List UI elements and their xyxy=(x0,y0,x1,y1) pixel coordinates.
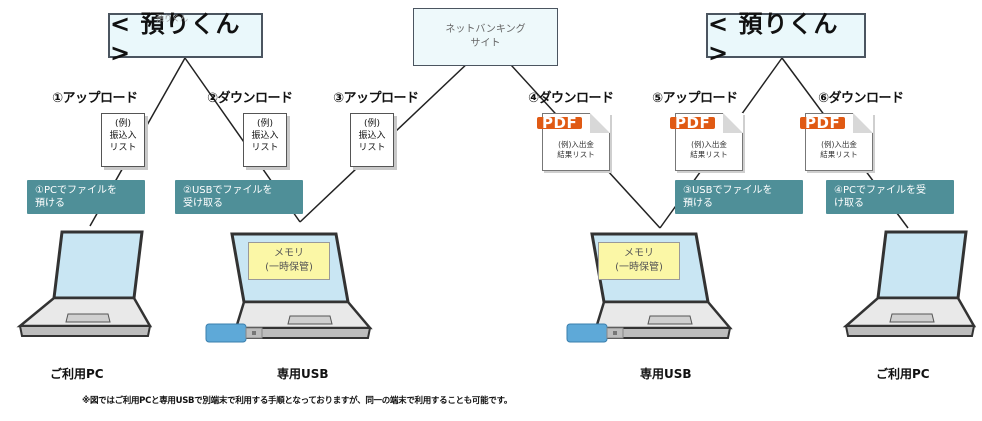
pdf-result-doc-1: PDF (例)入出金 結果リスト xyxy=(537,113,610,171)
doc-line: (例) xyxy=(363,119,381,129)
pdf-doc-line: 結果リスト xyxy=(557,150,595,159)
instruction-line: 受け取る xyxy=(183,198,223,209)
step-6-label: ⑥ダウンロード xyxy=(818,91,904,106)
transfer-list-doc-1: (例) 振込入 リスト xyxy=(101,113,145,167)
laptop-icon xyxy=(16,230,153,337)
azukari-box-right-label: < 預りくん > xyxy=(708,10,839,67)
instruction-box-4: ④PCでファイルを受 け取る xyxy=(826,180,954,214)
instruction-line: ④PCでファイルを受 xyxy=(834,185,926,196)
pdf-doc-line: (例)入出金 xyxy=(691,140,727,149)
pdf-doc-line: (例)入出金 xyxy=(821,140,857,149)
instruction-line: 預ける xyxy=(35,198,65,209)
instruction-line: ②USBでファイルを xyxy=(183,185,273,196)
page-fold-icon xyxy=(590,113,610,133)
instruction-line: け取る xyxy=(834,198,864,209)
transfer-list-doc-2: (例) 振込入 リスト xyxy=(243,113,287,167)
memory-line: メモリ xyxy=(624,248,654,259)
pdf-icon: PDF xyxy=(670,116,716,131)
doc-line: リスト xyxy=(251,143,279,153)
doc-line: (例) xyxy=(256,119,274,129)
doc-line: 振込入 xyxy=(358,131,386,141)
doc-line: 振込入 xyxy=(109,131,137,141)
caption-user-pc-left: ご利用PC xyxy=(50,367,104,381)
memory-note: メモリ (一時保管) xyxy=(598,242,680,280)
caption-usb-left: 専用USB xyxy=(277,367,329,381)
usb-stick-icon xyxy=(205,323,263,343)
azukari-box-tiny-text: 預りくん xyxy=(156,14,188,23)
pdf-icon: PDF xyxy=(537,116,583,131)
step-2-label: ②ダウンロード xyxy=(207,91,293,106)
memory-line: (一時保管) xyxy=(265,262,313,273)
transfer-list-doc-3: (例) 振込入 リスト xyxy=(350,113,394,167)
net-banking-line1: ネットバンキング xyxy=(445,24,526,35)
footnote: ※図ではご利用PCと専用USBで別端末で利用する手順となっておりますが、同一の端… xyxy=(82,396,513,406)
net-banking-box: ネットバンキング サイト xyxy=(413,8,558,66)
step-5-label: ⑤アップロード xyxy=(652,91,738,106)
page-fold-icon xyxy=(723,113,743,133)
pdf-doc-line: 結果リスト xyxy=(820,150,858,159)
pdf-doc-line: 結果リスト xyxy=(690,150,728,159)
step-3-label: ③アップロード xyxy=(333,91,419,106)
doc-line: リスト xyxy=(358,143,386,153)
pdf-result-doc-3: PDF (例)入出金 結果リスト xyxy=(800,113,873,171)
instruction-box-3: ③USBでファイルを 預ける xyxy=(675,180,803,214)
azukari-box-right: < 預りくん > xyxy=(706,10,866,67)
memory-line: メモリ xyxy=(274,248,304,259)
instruction-line: 預ける xyxy=(683,198,713,209)
pdf-result-doc-2: PDF (例)入出金 結果リスト xyxy=(670,113,743,171)
laptop-icon xyxy=(842,230,977,337)
caption-user-pc-right: ご利用PC xyxy=(876,367,930,381)
pdf-icon: PDF xyxy=(800,116,846,131)
pdf-doc-line: (例)入出金 xyxy=(558,140,594,149)
caption-usb-right: 専用USB xyxy=(640,367,692,381)
azukari-box-left-label: < 預りくん > xyxy=(110,10,241,67)
memory-line: (一時保管) xyxy=(615,262,663,273)
net-banking-line2: サイト xyxy=(470,38,501,49)
azukari-box-left: 預りくん < 預りくん > xyxy=(108,10,263,67)
memory-note: メモリ (一時保管) xyxy=(248,242,330,280)
doc-line: (例) xyxy=(114,119,132,129)
doc-line: 振込入 xyxy=(251,131,279,141)
instruction-box-1: ①PCでファイルを 預ける xyxy=(27,180,145,214)
instruction-line: ①PCでファイルを xyxy=(35,185,117,196)
line-upload-3 xyxy=(299,41,491,223)
step-1-label: ①アップロード xyxy=(52,91,138,106)
page-fold-icon xyxy=(853,113,873,133)
instruction-box-2: ②USBでファイルを 受け取る xyxy=(175,180,303,214)
usb-stick-icon xyxy=(566,323,624,343)
instruction-line: ③USBでファイルを xyxy=(683,185,773,196)
step-4-label: ④ダウンロード xyxy=(528,91,614,106)
doc-line: リスト xyxy=(109,143,137,153)
